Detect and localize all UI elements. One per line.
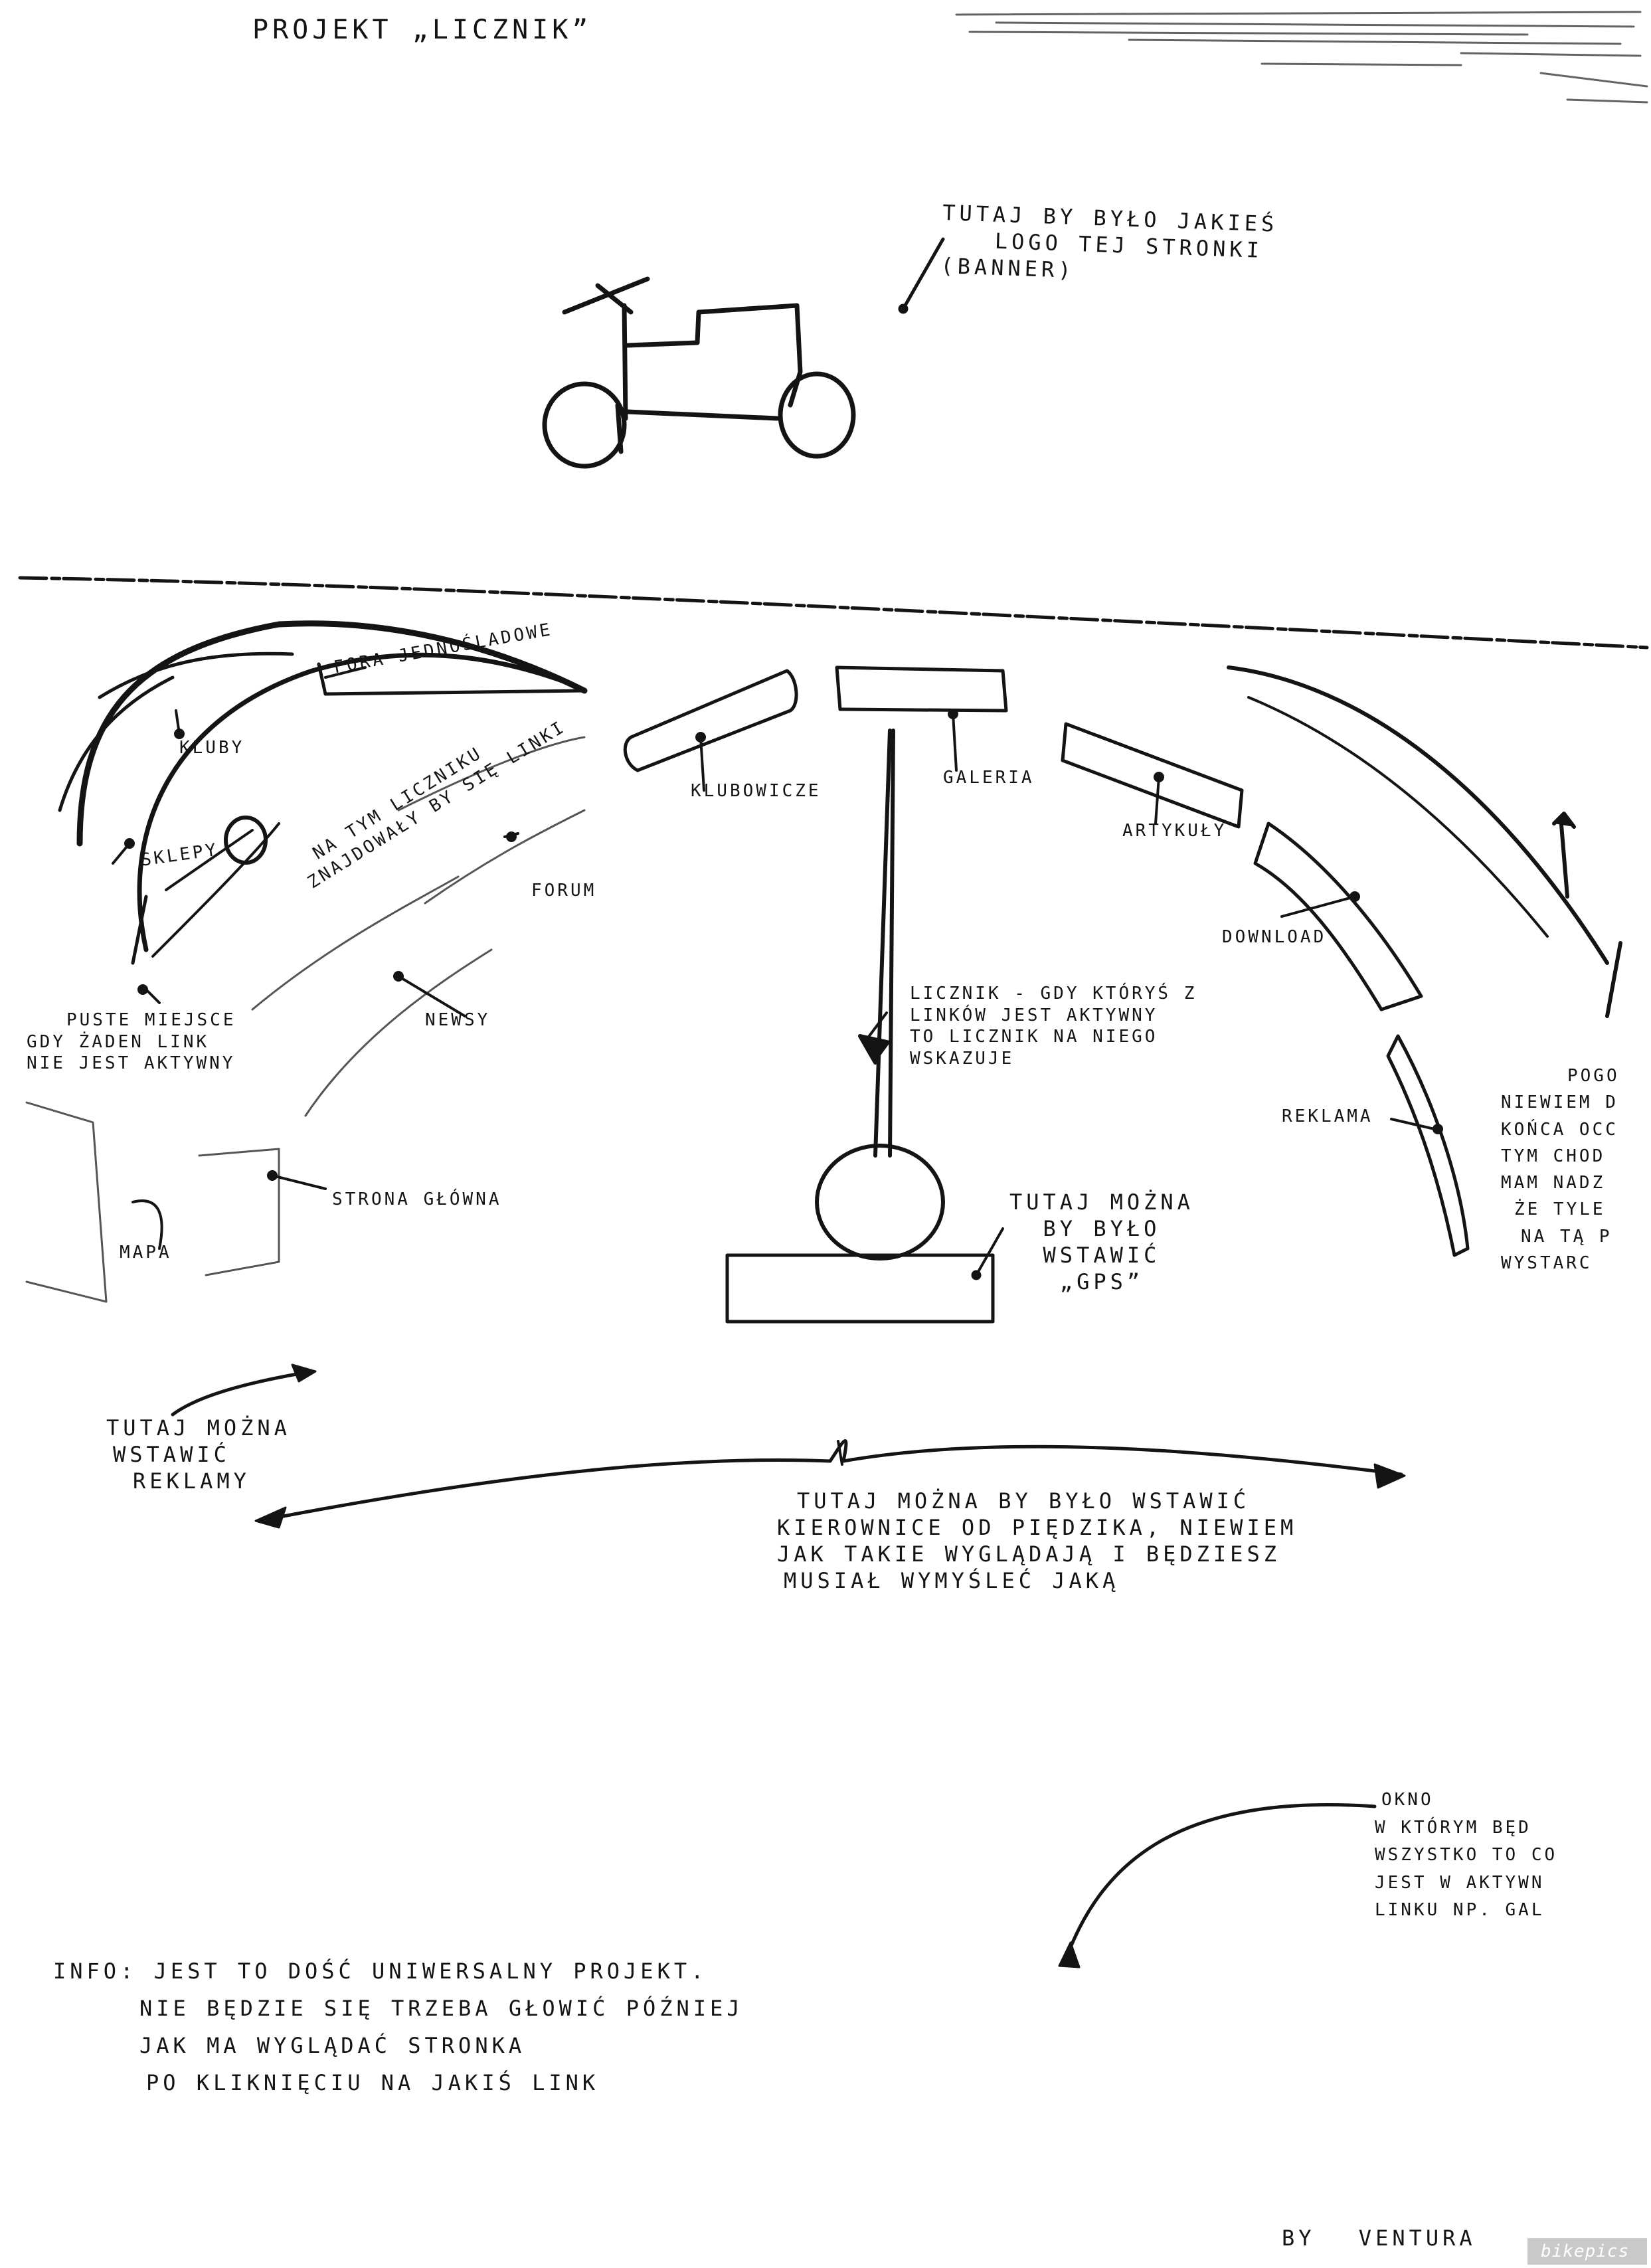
- needle-note: LICZNIK - GDY KTÓRYŚ Z LINKÓW JEST AKTYW…: [910, 983, 1197, 1069]
- handlebar-note-line: MUSIAŁ WYMYŚLEĆ JAKĄ: [784, 1568, 1120, 1593]
- logo-pointer-line: [901, 237, 945, 311]
- ads-note-line: REKLAMY: [133, 1468, 250, 1494]
- right-note: POGO NIEWIEM D KOŃCA OCC TYM CHOD MAM NA…: [1501, 1063, 1620, 1276]
- window-note-line: W KTÓRYM BĘD: [1375, 1817, 1531, 1838]
- gps-note-line: BY BYŁO: [1043, 1216, 1161, 1241]
- scooter-logo: [542, 276, 856, 469]
- scan-noise-top: [955, 11, 1648, 104]
- empty-slot-note-line: PUSTE MIEJSCE: [66, 1010, 236, 1030]
- window-note: OKNO W KTÓRYM BĘD WSZYSTKO TO CO JEST W …: [1375, 1787, 1557, 1925]
- link-strona-glowna: STRONA GŁÓWNA: [332, 1189, 502, 1209]
- link-mapa: MAPA: [120, 1243, 172, 1263]
- ads-note-line: TUTAJ MOŻNA: [106, 1415, 291, 1440]
- link-galeria: GALERIA: [943, 768, 1035, 788]
- right-note-line: NIEWIEM D: [1501, 1092, 1618, 1113]
- right-note-line: TYM CHOD: [1501, 1146, 1606, 1166]
- banner-note: TUTAJ BY BYŁO JAKIEŚ LOGO TEJ STRONKI (B…: [940, 199, 1278, 291]
- gps-box: [725, 1253, 995, 1324]
- lower-left-panels: [25, 736, 586, 1303]
- link-klubowicze: KLUBOWICZE: [691, 781, 822, 801]
- right-note-line: ŻE TYLE: [1514, 1199, 1606, 1220]
- link-artykuly: ARTYKUŁY: [1122, 821, 1227, 841]
- link-capsules-center: [623, 665, 1470, 1257]
- window-note-line: JEST W AKTYWN: [1375, 1872, 1545, 1893]
- dashboard-top-edge: [18, 576, 1649, 650]
- window-note-line: LINKU NP. GAL: [1375, 1900, 1545, 1921]
- gps-pointer: [975, 1227, 1004, 1276]
- gps-note-line: WSTAWIĆ: [1043, 1243, 1161, 1268]
- right-note-line: POGO: [1567, 1066, 1620, 1086]
- right-arcs: [1227, 665, 1622, 1018]
- label-pointers: [112, 666, 1443, 1250]
- handlebar-note-line: KIEROWNICE OD PIĘDZIKA, NIEWIEM: [777, 1515, 1298, 1540]
- window-note-line: WSZYSTKO TO CO: [1375, 1845, 1558, 1866]
- needle-note-line: LICZNIK - GDY KTÓRYŚ Z: [910, 984, 1197, 1003]
- handlebar-note-line: JAK TAKIE WYGLĄDAJĄ I BĘDZIESZ: [777, 1541, 1280, 1567]
- ads-note: TUTAJ MOŻNA WSTAWIĆ REKLAMY: [106, 1415, 291, 1494]
- ads-arrow: [171, 1369, 314, 1417]
- handlebar-note: TUTAJ MOŻNA BY BYŁO WSTAWIĆ KIEROWNICE O…: [777, 1488, 1297, 1594]
- needle-note-line: LINKÓW JEST AKTYWNY: [910, 1005, 1158, 1025]
- empty-slot-note: PUSTE MIEJSCE GDY ŻADEN LINK NIE JEST AK…: [27, 1009, 236, 1075]
- empty-slot-note-line: GDY ŻADEN LINK: [27, 1031, 210, 1052]
- info-note-line: JAK MA WYGLĄDAĆ STRONKA: [139, 2033, 526, 2058]
- right-note-line: WYSTARC: [1501, 1253, 1593, 1274]
- right-note-line: NA TĄ P: [1521, 1226, 1612, 1247]
- link-forum: FORUM: [531, 881, 597, 901]
- link-newsy: NEWSY: [425, 1010, 491, 1030]
- info-note-line: PO KLIKNIĘCIU NA JAKIŚ LINK: [146, 2070, 600, 2095]
- watermark: bikepics: [1541, 2241, 1630, 2261]
- link-download: DOWNLOAD: [1222, 927, 1327, 947]
- info-note-line: INFO: JEST TO DOŚĆ UNIWERSALNY PROJEKT.: [53, 1959, 708, 1984]
- info-note-line: NIE BĘDZIE SIĘ TRZEBA GŁOWIĆ PÓŹNIEJ: [139, 1996, 744, 2021]
- info-note: INFO: JEST TO DOŚĆ UNIWERSALNY PROJEKT. …: [53, 1953, 744, 2101]
- needle-note-line: WSKAZUJE: [910, 1048, 1015, 1069]
- link-kluby: KLUBY: [179, 738, 245, 758]
- gauge-arc-left: [58, 620, 588, 965]
- watermark-box: [1527, 2238, 1647, 2265]
- empty-slot-note-line: NIE JEST AKTYWNY: [27, 1053, 236, 1073]
- signature: BY VENTURA: [1282, 2225, 1476, 2251]
- page-title: PROJEKT „LICZNIK”: [252, 15, 592, 45]
- link-reklama: REKLAMA: [1282, 1106, 1373, 1126]
- window-arrow: [1064, 1802, 1377, 1961]
- gps-note-line: TUTAJ MOŻNA: [1009, 1189, 1194, 1215]
- needle-note-line: TO LICZNIK NA NIEGO: [910, 1027, 1158, 1047]
- gps-note-line: „GPS”: [1059, 1269, 1144, 1294]
- ads-note-line: WSTAWIĆ: [113, 1442, 230, 1467]
- right-note-line: MAM NADZ: [1501, 1173, 1606, 1193]
- gps-note: TUTAJ MOŻNA BY BYŁO WSTAWIĆ „GPS”: [1009, 1189, 1194, 1295]
- right-note-line: KOŃCA OCC: [1501, 1119, 1618, 1140]
- logo-pointer-dot: [898, 304, 909, 314]
- window-note-line: OKNO: [1381, 1790, 1434, 1810]
- gauge-needle: [815, 729, 945, 1261]
- handlebar-note-line: TUTAJ MOŻNA BY BYŁO WSTAWIĆ: [797, 1488, 1251, 1514]
- handlebar-arrow: [257, 1439, 1403, 1523]
